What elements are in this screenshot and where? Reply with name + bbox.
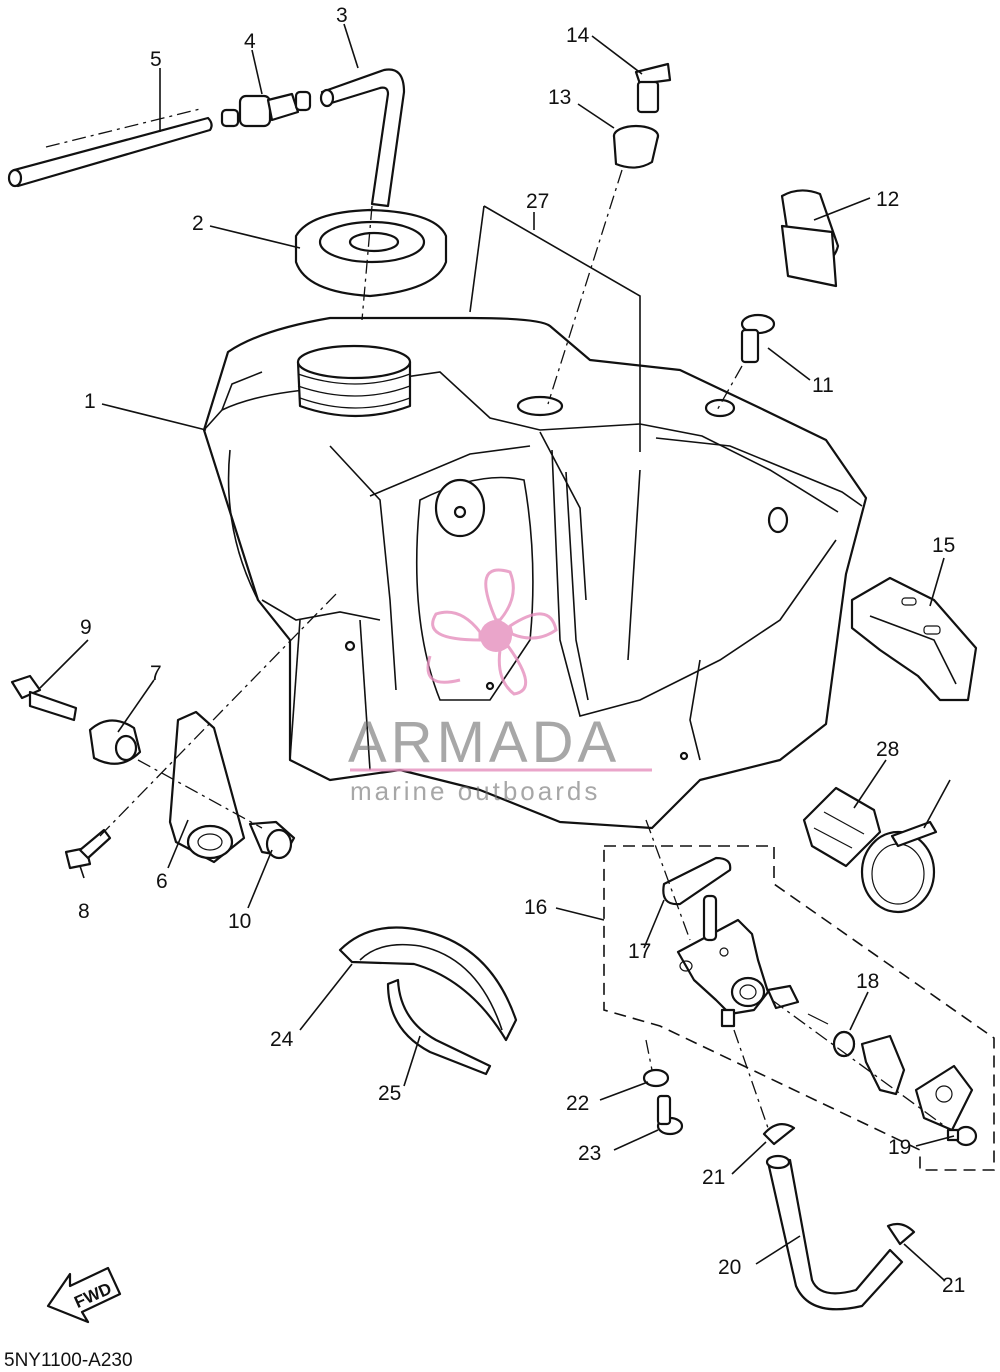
part-16-fuel-cock-parts [766,984,974,1132]
callout-5: 5 [150,48,162,71]
callout-26: 27 [526,190,549,213]
part-11-bolt [740,313,776,364]
callouts: 5 4 3 2 1 14 13 27 12 11 15 9 7 6 8 10 2… [78,4,965,1297]
callout-1: 1 [84,390,96,413]
propeller-logo [426,568,558,696]
callout-23: 23 [578,1142,601,1165]
callout-8: 8 [78,900,90,923]
callout-7: 7 [150,662,162,685]
callout-19: 19 [888,1136,911,1159]
part-28-band [860,820,938,914]
part-20-fuel-hose [765,1154,904,1311]
callout-4: 4 [244,30,256,53]
callout-13: 13 [548,86,571,109]
part-3-breather-hose [319,68,406,208]
part-5-fuel-hose [7,116,213,188]
leader-lines [39,23,955,1281]
part-21-clip [762,1123,916,1246]
diagram-code: 5NY1100-A230 [4,1350,133,1371]
watermark-subtitle: marine outboards [350,776,600,806]
callout-24: 24 [270,1028,294,1051]
fwd-arrow-icon: FWD [46,1266,122,1324]
part-12-clip [780,189,840,288]
callout-3: 3 [336,4,348,27]
callout-18: 18 [856,970,879,993]
part-10-collar [248,820,296,860]
part-18-o-ring [832,1030,856,1058]
callout-2: 2 [192,212,204,235]
callout-16: 16 [524,896,547,919]
callout-10: 10 [228,910,251,933]
part-1-fuel-tank [202,316,868,830]
callout-12: 12 [876,188,899,211]
part-25-strap [386,978,492,1076]
part-22-washer [642,1068,670,1088]
part-19-screw [946,1125,978,1147]
callout-15: 15 [932,534,955,557]
part-17-gasket [662,856,732,906]
part-6-bracket [168,710,246,864]
part-9-bolt [10,674,78,722]
watermark-title: ARMADA [348,710,620,775]
part-23-screw [656,1094,684,1136]
callout-17: 17 [628,940,651,963]
callout-25: 25 [378,1082,401,1105]
callout-6: 6 [156,870,168,893]
part-13-collar [612,124,660,169]
callout-22: 22 [566,1092,589,1115]
part-2-fuel-cap [294,208,448,298]
part-15-cover [850,576,978,702]
part-24-tank-band [338,926,518,1042]
part-7-damper [88,719,142,765]
callout-11: 11 [812,374,834,397]
callout-21-a: 21 [702,1166,725,1189]
part-27-damper [802,786,882,868]
callout-21-b: 21 [942,1274,965,1297]
part-8-bolt [64,828,112,870]
callout-20: 20 [718,1256,741,1279]
callout-27: 28 [876,738,899,761]
part-16-fuel-cock [676,894,770,1028]
callout-14: 14 [566,24,590,47]
callout-9: 9 [80,616,92,639]
part-4-hose-joint [220,90,312,128]
watermark: ARMADA marine outboards [348,568,652,806]
part-14-screw [634,62,672,114]
